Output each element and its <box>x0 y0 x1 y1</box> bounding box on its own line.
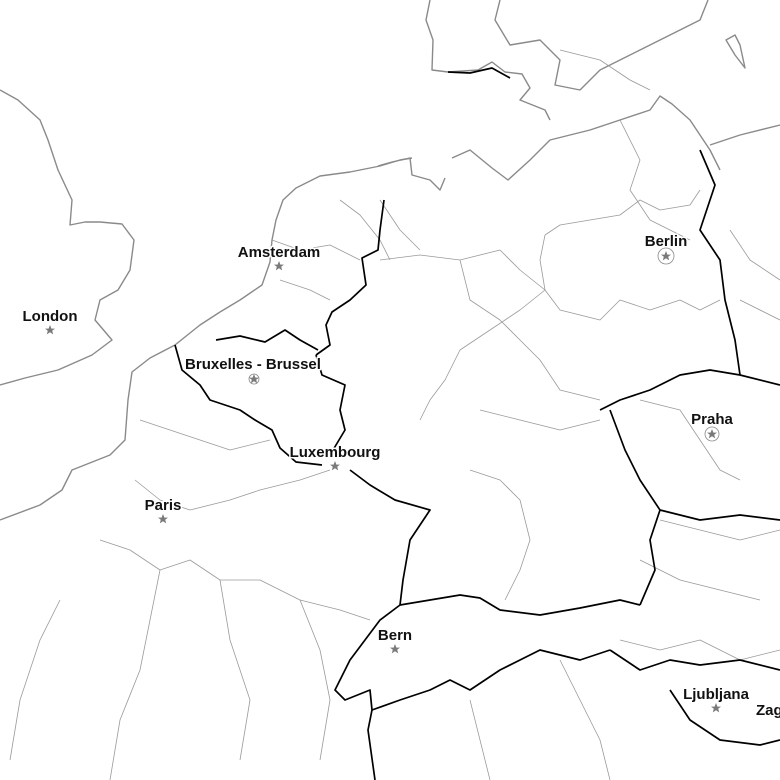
coastline-french-channel <box>0 311 221 521</box>
capital-star-icon <box>274 261 284 271</box>
city-bruxelles[interactable]: Bruxelles - Brussel <box>184 355 322 385</box>
border-be-lu-de <box>315 354 346 456</box>
border-de-dk <box>447 67 511 79</box>
border-de-cz <box>599 369 780 411</box>
border-de-at <box>639 509 661 606</box>
capital-star-icon <box>330 461 340 471</box>
capital-star-icon <box>249 374 259 384</box>
border-fr-ch <box>334 604 401 780</box>
coastline-baltic <box>451 95 721 181</box>
city-praha[interactable]: Praha <box>690 410 735 442</box>
border-at-si-it <box>609 649 780 671</box>
border-nl-de <box>315 199 385 356</box>
capital-star-icon <box>661 251 671 261</box>
border-fr-de <box>349 469 431 606</box>
city-label-bruxelles: Bruxelles - Brussel <box>185 356 321 373</box>
city-label-amsterdam: Amsterdam <box>238 244 321 261</box>
capital-star-icon <box>390 644 400 654</box>
city-luxembourg[interactable]: Luxembourg <box>288 443 382 471</box>
border-de-ch-at <box>399 594 641 616</box>
border-de-pl <box>699 149 741 376</box>
city-amsterdam[interactable]: Amsterdam <box>236 243 322 271</box>
admin-boundaries <box>9 49 780 780</box>
city-label-bern: Bern <box>378 627 412 644</box>
capital-star-icon <box>707 429 717 439</box>
coastline-low-countries <box>219 157 413 313</box>
city-label-berlin: Berlin <box>645 233 688 250</box>
city-label-london: London <box>23 308 78 325</box>
capital-star-icon <box>158 514 168 524</box>
city-label-praha: Praha <box>691 411 733 428</box>
city-label-luxembourg: Luxembourg <box>290 444 381 461</box>
coastline-danish-islands <box>494 0 709 91</box>
city-label-ljubljana: Ljubljana <box>683 686 749 703</box>
coastline-wadden <box>377 157 446 191</box>
urban-area-outline <box>704 426 720 442</box>
capital-star-icon <box>45 325 55 335</box>
city-label-zagreb: Zag <box>756 702 780 719</box>
city-bern[interactable]: Bern <box>376 626 414 654</box>
city-paris[interactable]: Paris <box>143 496 183 524</box>
coastline-sweden <box>725 34 746 69</box>
city-label-paris: Paris <box>145 497 182 514</box>
cities: London Amsterdam Berlin Bruxelles - Brus… <box>21 232 780 721</box>
city-berlin[interactable]: Berlin <box>643 232 689 265</box>
urban-area-outline <box>657 247 675 265</box>
border-be-nl <box>215 329 319 351</box>
city-zagreb[interactable]: Zag <box>755 701 780 721</box>
coastline-jutland <box>425 0 551 121</box>
border-ch-it <box>371 649 611 711</box>
national-borders <box>174 67 780 780</box>
coastline-pomerania <box>709 124 780 146</box>
capital-star-icon <box>711 703 721 713</box>
border-be-fr <box>174 344 323 466</box>
coastlines <box>0 0 780 521</box>
city-ljubljana[interactable]: Ljubljana <box>682 685 751 713</box>
border-si-hr <box>669 689 780 746</box>
city-london[interactable]: London <box>21 307 79 335</box>
coastline-great-britain <box>0 89 135 386</box>
